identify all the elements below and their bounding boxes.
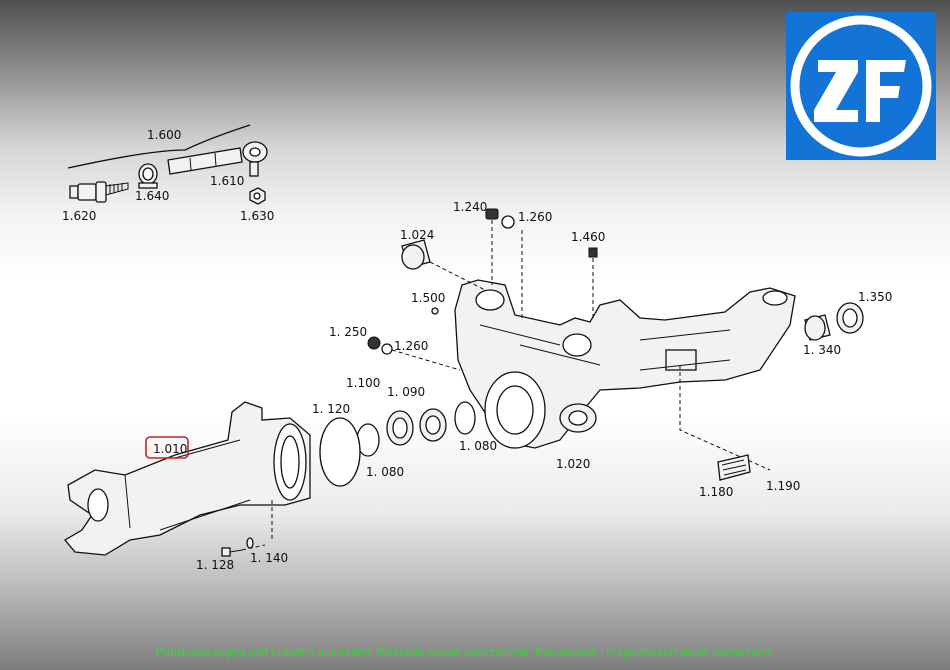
axle-housing-group <box>454 279 796 449</box>
part-1100[interactable] <box>386 410 414 446</box>
part-1630[interactable] <box>249 187 266 205</box>
housing-bore-left <box>475 289 505 311</box>
part-1120[interactable] <box>319 417 361 487</box>
part-label-1010[interactable]: 1.010 <box>153 442 187 456</box>
part-1610[interactable] <box>167 141 268 177</box>
part-1260-side-ring[interactable] <box>381 343 393 355</box>
part-label-1350[interactable]: 1.350 <box>858 290 892 304</box>
part-label-1260-side[interactable]: 1.260 <box>394 339 428 353</box>
part-1340[interactable] <box>804 314 831 341</box>
zf-logo-mark <box>790 15 932 157</box>
part-1090[interactable] <box>419 408 447 442</box>
part-label-1080-b[interactable]: 1. 080 <box>459 439 497 453</box>
tie-rod-group: 1.600 1.620 1.640 1.6 <box>62 124 274 223</box>
part-1080-ring-b[interactable] <box>454 401 476 435</box>
part-label-1020[interactable]: 1.020 <box>556 457 590 471</box>
part-label-1140[interactable]: 1. 140 <box>250 551 288 565</box>
part-1620[interactable] <box>69 181 129 203</box>
part-1640[interactable] <box>138 163 158 189</box>
part-label-1190[interactable]: 1.190 <box>766 479 800 493</box>
part-label-1100[interactable]: 1.100 <box>346 376 380 390</box>
part-label-1500[interactable]: 1.500 <box>411 291 445 305</box>
part-label-1260-upper[interactable]: 1.260 <box>518 210 552 224</box>
part-1260-upper-ring[interactable] <box>501 215 515 229</box>
zf-logo <box>786 12 936 160</box>
part-label-1080-a[interactable]: 1. 080 <box>366 465 404 479</box>
part-label-1120[interactable]: 1. 120 <box>312 402 350 416</box>
part-1140[interactable] <box>246 537 254 549</box>
housing-bore-right <box>762 290 788 306</box>
part-label-1640[interactable]: 1.640 <box>135 189 169 203</box>
highlight-box-1010 <box>145 436 189 459</box>
part-1250[interactable] <box>367 336 381 350</box>
part-label-1600[interactable]: 1.600 <box>147 128 181 142</box>
part-label-1240[interactable]: 1.240 <box>453 200 487 214</box>
part-label-1340[interactable]: 1. 340 <box>803 343 841 357</box>
part-1460[interactable] <box>588 247 598 258</box>
part-label-1630[interactable]: 1.630 <box>240 209 274 223</box>
part-label-1128[interactable]: 1. 128 <box>196 558 234 572</box>
part-label-1250[interactable]: 1. 250 <box>329 325 367 339</box>
part-label-1090[interactable]: 1. 090 <box>387 385 425 399</box>
part-1500[interactable] <box>431 307 439 315</box>
part-1024[interactable] <box>401 239 431 270</box>
part-1180-plate[interactable] <box>717 454 751 481</box>
bracket-1600 <box>67 124 251 169</box>
part-1240[interactable] <box>485 208 499 220</box>
part-label-1610[interactable]: 1.610 <box>210 174 244 188</box>
housing-bore-center <box>562 333 592 357</box>
part-label-1024[interactable]: 1.024 <box>400 228 434 242</box>
part-1010-axle-arm[interactable] <box>64 401 311 556</box>
part-label-1620[interactable]: 1.620 <box>62 209 96 223</box>
part-1128[interactable] <box>221 547 243 557</box>
part-label-1180[interactable]: 1.180 <box>699 485 733 499</box>
copyright-notice: Publikacja objęta jest prawem autorskim.… <box>155 645 775 659</box>
part-1350[interactable] <box>836 302 864 334</box>
part-label-1460[interactable]: 1.460 <box>571 230 605 244</box>
